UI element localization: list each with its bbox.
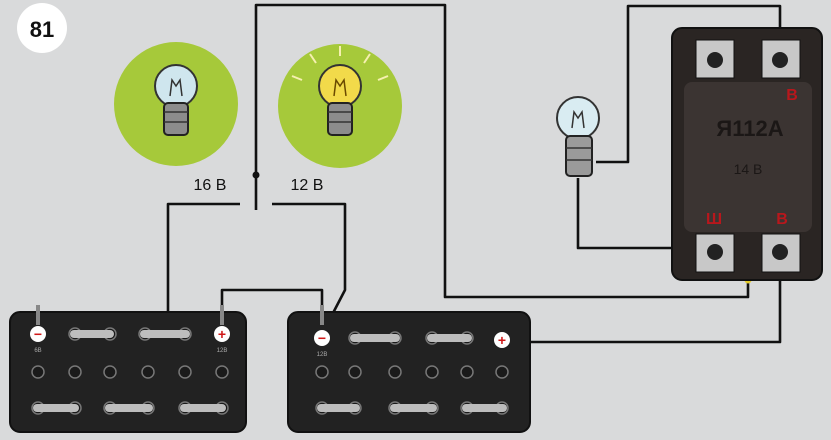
wire-lamp-to-regulator-sh — [576, 178, 712, 250]
battery-1-minus-terminal — [30, 326, 46, 342]
glow-rays-icon — [291, 46, 389, 81]
terminal-top-label: В — [786, 87, 798, 104]
wire-junction — [252, 171, 260, 179]
battery-1-minus-symbol: − — [34, 326, 42, 342]
wire-right-lamp-to-battery2 — [272, 202, 347, 316]
terminal-top-left — [695, 39, 735, 79]
wire-center-to-regulator-b — [254, 3, 750, 299]
wires — [166, 3, 782, 344]
wire-battery-link — [220, 288, 324, 310]
regulator-face — [684, 82, 812, 232]
battery-2-plus-terminal — [494, 332, 510, 348]
lamp-12v-voltage-label: 12 В — [291, 177, 324, 194]
wire-battery2-plus-to-regulator — [510, 255, 782, 344]
battery-2: − 12В + — [287, 305, 531, 433]
indicator-lamp — [556, 96, 600, 177]
battery-1: − 6В + 12В — [9, 305, 247, 433]
battery-1-plus-voltage: 12В — [217, 348, 228, 354]
lamp-16v: 16 В — [114, 42, 238, 194]
battery-2-minus-terminal — [314, 330, 330, 346]
battery-1-body — [9, 311, 247, 433]
battery-1-plus-terminal — [214, 326, 230, 342]
wire-lamp-to-regulator-top — [596, 4, 782, 164]
terminal-bottom-right-label: В — [776, 211, 788, 228]
indicator-bulb-base — [565, 135, 593, 177]
terminal-top-right — [761, 39, 801, 79]
terminal-bottom-left-label: Ш — [706, 211, 722, 228]
battery-2-plus-symbol: + — [498, 332, 506, 348]
battery-1-plus-symbol: + — [218, 326, 226, 342]
lamp-12v: 12 В — [278, 44, 402, 194]
wire-left-lamp-to-battery1 — [166, 202, 240, 330]
lamp-16v-voltage-label: 16 В — [194, 177, 227, 194]
battery-2-minus-symbol: − — [318, 330, 326, 346]
voltage-regulator: В Я112А 14 В Ш В — [671, 27, 823, 281]
regulator-voltage: 14 В — [734, 161, 763, 177]
battery-1-minus-voltage: 6В — [34, 348, 41, 354]
terminal-bottom-left — [695, 233, 735, 273]
bulb-icon-off — [154, 64, 198, 136]
terminal-bottom-right — [761, 233, 801, 273]
regulator-model: Я112А — [716, 116, 783, 141]
battery-2-minus-voltage: 12В — [317, 352, 328, 358]
figure-number-badge: 81 — [17, 3, 67, 53]
bulb-icon-on — [318, 64, 362, 136]
figure-number: 81 — [30, 17, 54, 42]
